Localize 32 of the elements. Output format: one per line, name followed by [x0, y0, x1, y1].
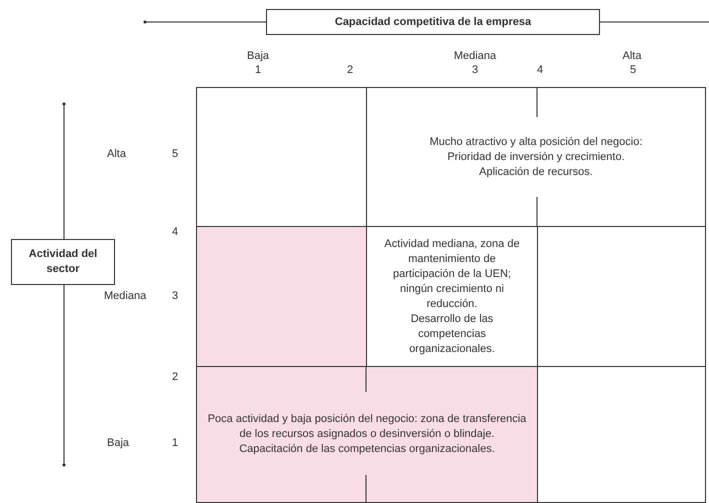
cell-text: Poca actividad y baja posición del negocio: zona de transferencia de los recursos asignados o desinversión o blindaje.: [207, 412, 527, 442]
scale-number: 3: [472, 64, 478, 77]
axis-title-box: [266, 9, 600, 35]
scale-number: 2: [172, 371, 178, 384]
scale-number: 5: [630, 64, 636, 77]
scale-label: Alta: [622, 50, 642, 63]
scale-number: 1: [254, 64, 262, 77]
scale-number: 4: [172, 226, 178, 239]
scale-label: Baja: [246, 50, 270, 63]
cell-text: Aplicación de recursos.: [478, 164, 594, 180]
matrix-cell: [196, 226, 367, 367]
cell-text: Prioridad de inversión y crecimiento.: [446, 150, 626, 164]
matrix-cell: [366, 87, 706, 227]
scale-number: 4: [536, 64, 544, 77]
scale-number: 5: [172, 148, 178, 161]
scale-label: Alta: [107, 148, 126, 161]
matrix-cell: [196, 366, 538, 503]
axis-title: Actividad del sector: [28, 247, 98, 277]
scale-label: Baja: [107, 437, 130, 450]
scale-number: 2: [346, 64, 354, 77]
cell-text: Actividad mediana, zona de mantenimiento de participación de la UEN; ningún crecimiento ni reducción.: [383, 236, 521, 312]
axis-title: Capacidad competitiva de la empresa: [334, 14, 532, 30]
cell-text: Mucho atractivo y alta posición del negocio:: [428, 134, 644, 150]
matrix-cell: [196, 87, 367, 227]
scale-label: Mediana: [454, 50, 496, 63]
matrix-cell: [537, 366, 706, 503]
axis-title-box: [11, 239, 115, 285]
scale-label: Mediana: [104, 290, 146, 303]
scale-number: 3: [172, 290, 178, 303]
cell-text: Capacitación de las competencias organizacionales.: [238, 442, 496, 457]
cell-text: Desarrollo de las competencias organizacionales.: [408, 312, 496, 356]
scale-number: 1: [172, 437, 178, 450]
